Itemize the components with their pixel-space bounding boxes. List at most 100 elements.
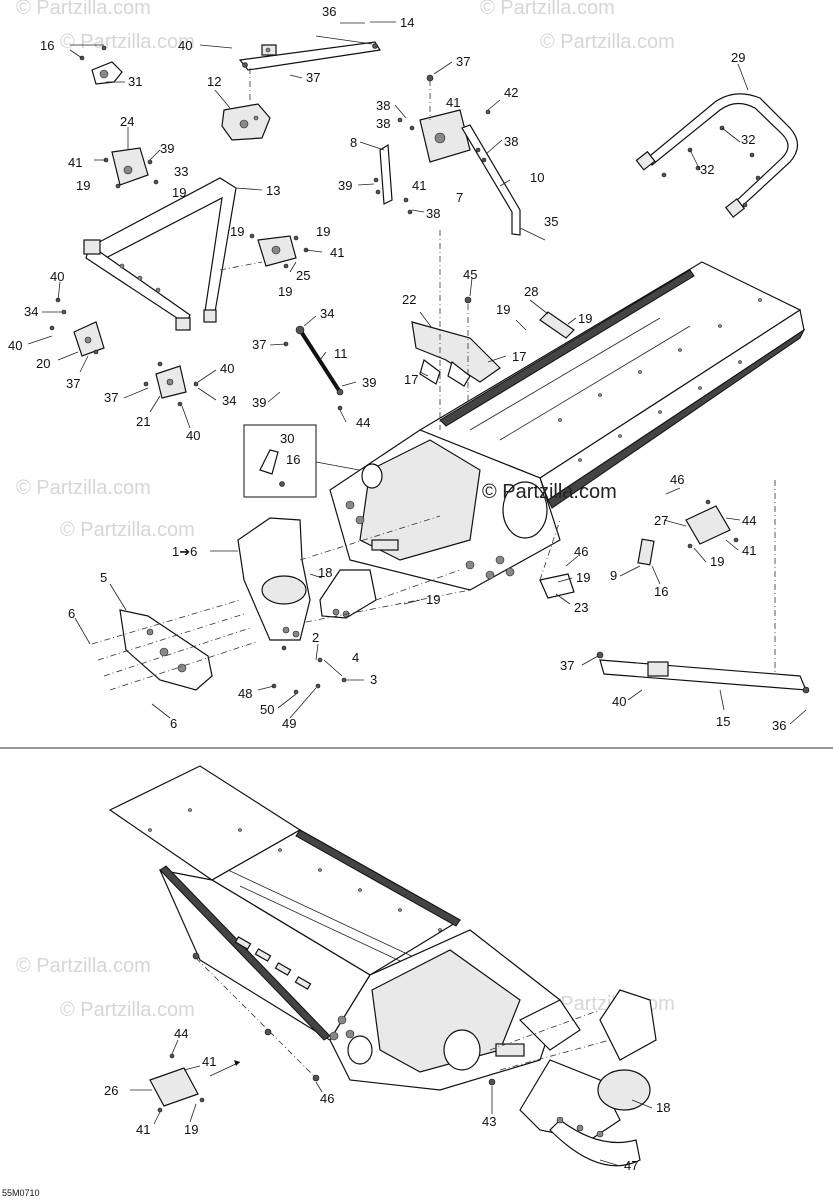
callout-28: 28 [524, 284, 538, 299]
part-9-23 [539, 538, 655, 599]
part-14-brace [238, 35, 381, 100]
callout-36: 36 [322, 4, 336, 19]
watermark: © Partzilla.com [60, 519, 195, 541]
callout-18: 18 [656, 1100, 670, 1115]
leader-lines-bottom [130, 1039, 653, 1167]
watermark: © Partzilla.com [60, 999, 195, 1021]
callout-39: 39 [338, 178, 352, 193]
callout-19: 19 [230, 224, 244, 239]
callout-40: 40 [186, 428, 200, 443]
part-13-a-frame [83, 177, 237, 331]
callout-43: 43 [482, 1114, 496, 1129]
callout-50: 50 [260, 702, 274, 717]
callout-19: 19 [184, 1122, 198, 1137]
part-31-bracket [79, 45, 123, 85]
callout-19: 19 [76, 178, 90, 193]
callout-37: 37 [560, 658, 574, 673]
callout-39: 39 [160, 141, 174, 156]
callout-23: 23 [574, 600, 588, 615]
callout-41: 41 [68, 155, 82, 170]
callout-40: 40 [8, 338, 22, 353]
callout-41: 41 [742, 543, 756, 558]
callout-40: 40 [612, 694, 626, 709]
callout-38: 38 [504, 134, 518, 149]
callout-38: 38 [376, 98, 390, 113]
diagram-code: 55M0710 [2, 1188, 40, 1198]
watermark: © Partzilla.com [480, 0, 615, 19]
assembly-lines-top [91, 230, 561, 691]
callout-1-to-6: 1➔6 [172, 544, 197, 559]
callout-38: 38 [426, 206, 440, 221]
part-25-bracket [219, 233, 309, 271]
callout-32: 32 [741, 132, 755, 147]
callout-8: 8 [350, 135, 357, 150]
callout-19: 19 [426, 592, 440, 607]
callout-46: 46 [670, 472, 684, 487]
callout-44: 44 [356, 415, 370, 430]
watermark-center: © Partzilla.com [482, 481, 617, 503]
callout-39: 39 [362, 375, 376, 390]
callout-24: 24 [120, 114, 134, 129]
watermark: © Partzilla.com [16, 955, 151, 977]
callout-38: 38 [376, 116, 390, 131]
callout-17: 17 [512, 349, 526, 364]
part-27-bracket [685, 499, 739, 549]
callout-34: 34 [24, 304, 38, 319]
callout-20: 20 [36, 356, 50, 371]
callout-4: 4 [352, 650, 359, 665]
callout-2: 2 [312, 630, 319, 645]
callout-47: 47 [624, 1158, 638, 1173]
callout-34: 34 [222, 393, 236, 408]
callout-39: 39 [252, 395, 266, 410]
callouts-top: 36 14 16 40 37 31 12 37 29 42 38 41 8 38… [8, 4, 786, 733]
part-26-bracket [149, 1053, 241, 1113]
callout-16: 16 [654, 584, 668, 599]
callout-18: 18 [318, 565, 332, 580]
callout-6: 6 [170, 716, 177, 731]
callout-46: 46 [574, 544, 588, 559]
callout-31: 31 [128, 74, 142, 89]
callout-3: 3 [370, 672, 377, 687]
callout-5: 5 [100, 570, 107, 585]
callout-41: 41 [330, 245, 344, 260]
callout-19: 19 [710, 554, 724, 569]
callout-19: 19 [172, 185, 186, 200]
callout-29: 29 [731, 50, 745, 65]
part-8-10-column-supports [373, 74, 546, 241]
callout-19: 19 [496, 302, 510, 317]
callout-44: 44 [742, 513, 756, 528]
callout-35: 35 [544, 214, 558, 229]
callout-15: 15 [716, 714, 730, 729]
callout-19: 19 [578, 311, 592, 326]
fastener-group [271, 645, 347, 695]
callout-37: 37 [66, 376, 80, 391]
callout-37: 37 [306, 70, 320, 85]
callout-45: 45 [463, 267, 477, 282]
leader-lines-top [27, 21, 807, 725]
callout-44: 44 [174, 1026, 188, 1041]
callout-6: 6 [68, 606, 75, 621]
watermark: © Partzilla.com [60, 31, 195, 53]
callout-21: 21 [136, 414, 150, 429]
callout-30: 30 [280, 431, 294, 446]
callout-19: 19 [576, 570, 590, 585]
part-22-bracket [411, 296, 501, 440]
main-tunnel-frame: © Partzilla.com [329, 261, 806, 591]
callout-40: 40 [50, 269, 64, 284]
callout-41: 41 [202, 1054, 216, 1069]
callout-26: 26 [104, 1083, 118, 1098]
callout-12: 12 [207, 74, 221, 89]
callout-37: 37 [456, 54, 470, 69]
callout-19: 19 [278, 284, 292, 299]
callout-37: 37 [252, 337, 266, 352]
callout-13: 13 [266, 183, 280, 198]
callout-11: 11 [334, 346, 348, 361]
part-15-lower-brace [596, 480, 810, 694]
watermark: © Partzilla.com [16, 0, 151, 19]
watermark: © Partzilla.com [16, 477, 151, 499]
callout-32: 32 [700, 162, 714, 177]
callout-34: 34 [320, 306, 334, 321]
watermark: © Partzilla.com [540, 31, 675, 53]
callout-14: 14 [400, 15, 414, 30]
